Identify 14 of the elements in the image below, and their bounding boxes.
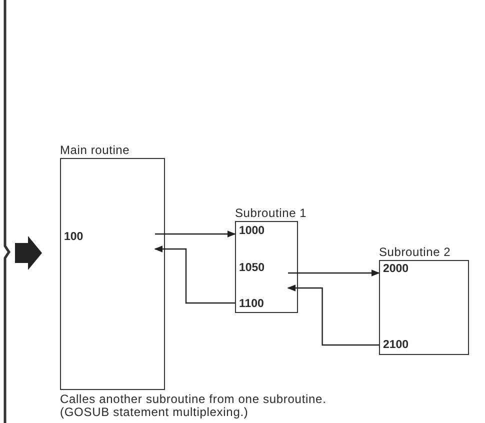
arrow	[155, 230, 236, 238]
arrow	[154, 246, 235, 304]
line-number: 1050	[239, 262, 265, 274]
arrow	[288, 270, 380, 276]
line-number: 1100	[239, 298, 264, 310]
caption: Calles another subroutine from one subroutine. (GOSUB statement multiplexing.)	[60, 393, 328, 419]
box-heading: Subroutine 1	[235, 206, 307, 220]
line-number: 1000	[239, 225, 265, 237]
box-heading: Subroutine 2	[379, 245, 451, 259]
line-number: 2000	[383, 263, 409, 275]
arrow	[287, 284, 379, 346]
line-number: 100	[64, 231, 84, 243]
line-number: 2100	[383, 339, 409, 351]
box-heading: Main routine	[60, 143, 130, 157]
